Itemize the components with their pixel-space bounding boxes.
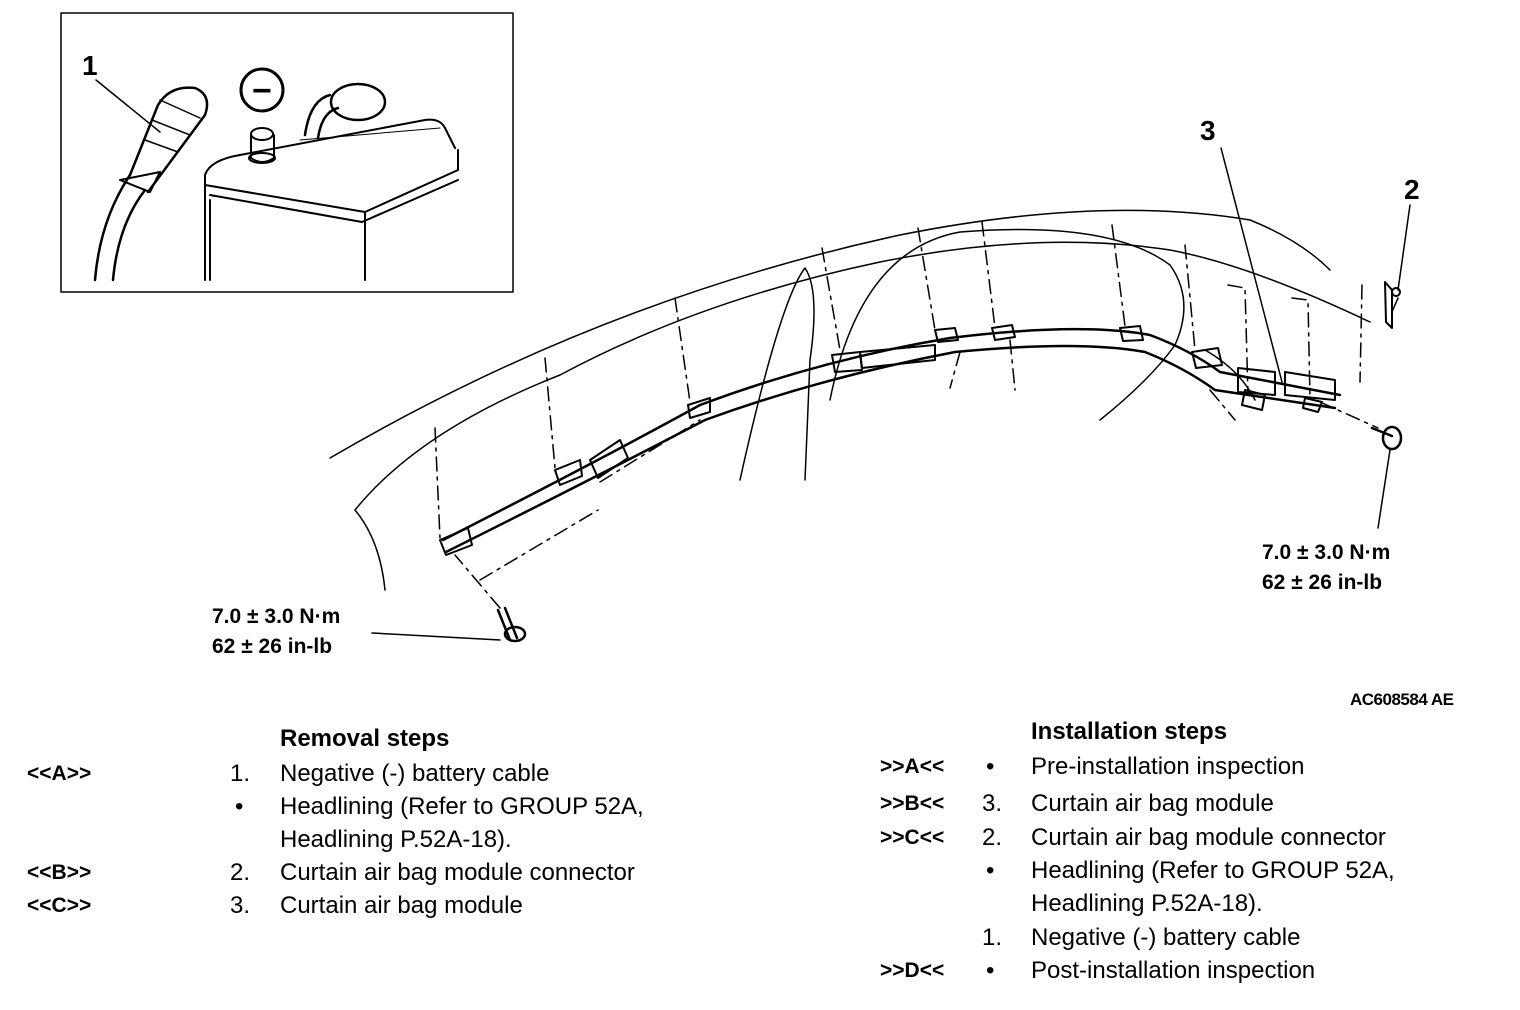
installation-step: >>B<< 3. Curtain air bag module bbox=[880, 787, 1500, 820]
torque-right-metric: 7.0 ± 3.0 N·m bbox=[1262, 541, 1391, 564]
step-bullet: • bbox=[986, 857, 995, 884]
callout-1: 1 bbox=[82, 50, 98, 81]
installation-step: >>D<< • Post-installation inspection bbox=[880, 954, 1500, 987]
torque-right-imperial: 62 ± 26 in-lb bbox=[1262, 571, 1383, 594]
step-number: 2. bbox=[230, 859, 251, 886]
step-ref: >>A<< bbox=[880, 755, 945, 778]
step-ref: <<C>> bbox=[27, 894, 92, 917]
figure-id: AC608584 AE bbox=[1350, 690, 1454, 709]
installation-step: • Headlining (Refer to GROUP 52A, bbox=[880, 854, 1500, 887]
step-bullet: • bbox=[235, 793, 244, 820]
step-number: 1. bbox=[982, 924, 1003, 951]
removal-step: <<C>> 3. Curtain air bag module bbox=[27, 889, 727, 922]
step-text: Post-installation inspection bbox=[1031, 957, 1316, 984]
step-bullet: • bbox=[986, 753, 995, 780]
installation-step: 1. Negative (-) battery cable bbox=[880, 921, 1500, 954]
bolt-left-icon bbox=[371, 606, 527, 643]
connector-clip-icon bbox=[1384, 281, 1401, 329]
battery-inset bbox=[60, 12, 514, 293]
clip-guide-lines bbox=[434, 221, 1379, 609]
step-text: Pre-installation inspection bbox=[1031, 753, 1305, 780]
callout-leaders bbox=[1220, 147, 1411, 383]
step-number: 3. bbox=[230, 892, 251, 919]
step-text: Headlining (Refer to GROUP 52A, bbox=[1031, 857, 1395, 884]
removal-steps-title: Removal steps bbox=[280, 725, 450, 752]
step-number: 2. bbox=[982, 824, 1003, 851]
step-ref: >>D<< bbox=[880, 959, 945, 982]
removal-step: • Headlining (Refer to GROUP 52A, bbox=[27, 790, 727, 823]
step-ref: >>B<< bbox=[880, 792, 945, 815]
step-text: Negative (-) battery cable bbox=[280, 760, 550, 787]
curtain-air-bag-module bbox=[439, 324, 1342, 556]
step-text: Curtain air bag module bbox=[1031, 790, 1274, 817]
step-text: Headlining P.52A-18). bbox=[280, 826, 512, 853]
torque-left-imperial: 62 ± 26 in-lb bbox=[212, 635, 333, 658]
step-bullet: • bbox=[986, 957, 995, 984]
torque-left-metric: 7.0 ± 3.0 N·m bbox=[212, 605, 341, 628]
torque-spec-right: 7.0 ± 3.0 N·m 62 ± 26 in-lb bbox=[1262, 538, 1390, 598]
step-number: 3. bbox=[982, 790, 1003, 817]
step-number: 1. bbox=[230, 760, 251, 787]
installation-step-continuation: Headlining P.52A-18). bbox=[880, 887, 1500, 920]
step-text: Curtain air bag module connector bbox=[280, 859, 635, 886]
step-text: Curtain air bag module bbox=[280, 892, 523, 919]
callout-3: 3 bbox=[1200, 115, 1216, 146]
step-text: Headlining (Refer to GROUP 52A, bbox=[280, 793, 644, 820]
step-text: Headlining P.52A-18). bbox=[1031, 890, 1263, 917]
step-ref: <<A>> bbox=[27, 762, 92, 785]
callout-2: 2 bbox=[1404, 174, 1420, 205]
negative-terminal-symbol: − bbox=[252, 72, 272, 110]
step-ref: >>C<< bbox=[880, 826, 945, 849]
torque-spec-left: 7.0 ± 3.0 N·m 62 ± 26 in-lb bbox=[212, 602, 340, 662]
step-ref: <<B>> bbox=[27, 861, 92, 884]
removal-step: <<A>> 1. Negative (-) battery cable bbox=[27, 757, 727, 790]
installation-step: >>A<< • Pre-installation inspection bbox=[880, 750, 1500, 783]
step-text: Curtain air bag module connector bbox=[1031, 824, 1386, 851]
installation-steps-title: Installation steps bbox=[1031, 718, 1228, 745]
removal-step-continuation: Headlining P.52A-18). bbox=[27, 823, 727, 856]
removal-step: <<B>> 2. Curtain air bag module connecto… bbox=[27, 856, 727, 889]
step-text: Negative (-) battery cable bbox=[1031, 924, 1301, 951]
installation-step: >>C<< 2. Curtain air bag module connecto… bbox=[880, 821, 1500, 854]
bolt-right-icon bbox=[1370, 425, 1403, 529]
